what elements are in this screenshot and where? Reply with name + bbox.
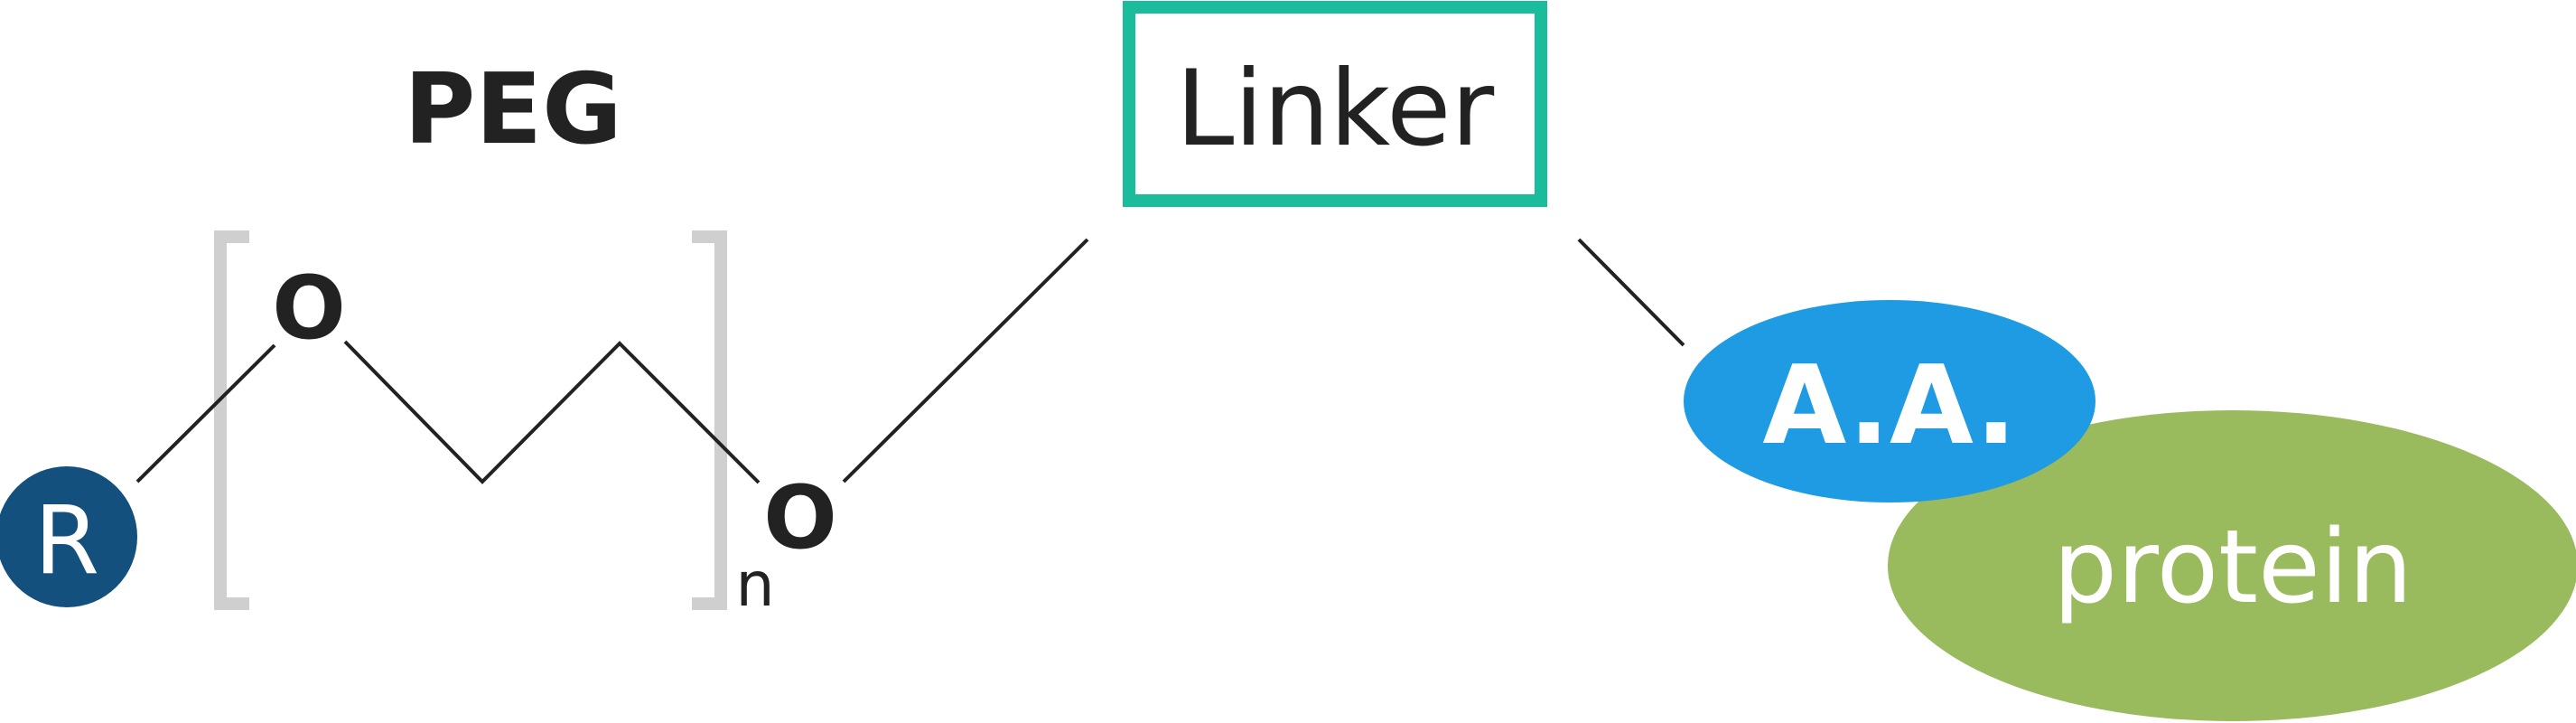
linker-label: Linker [1176,48,1495,170]
left-bracket [214,230,249,610]
r-oxygen-bond [135,343,276,484]
repeat-subscript: n [735,549,774,621]
right-bracket [692,230,727,610]
amino-acid-label: A.A. [1762,343,2016,469]
r-group-circle [0,466,137,607]
amino-acid-ellipse [1684,300,2095,502]
peg-label: PEG [404,53,622,166]
oxygen-bottom-label: O [763,467,837,568]
linker-amino-acid-bond [1577,238,1685,347]
r-group-label: R [34,485,99,596]
protein-label: protein [2053,509,2413,626]
linker-box [1123,1,1547,207]
oxygen-top-label: O [272,258,346,359]
ethylene-chain [343,340,761,484]
oxygen-linker-bond [842,238,1089,484]
protein-ellipse [1888,410,2576,721]
